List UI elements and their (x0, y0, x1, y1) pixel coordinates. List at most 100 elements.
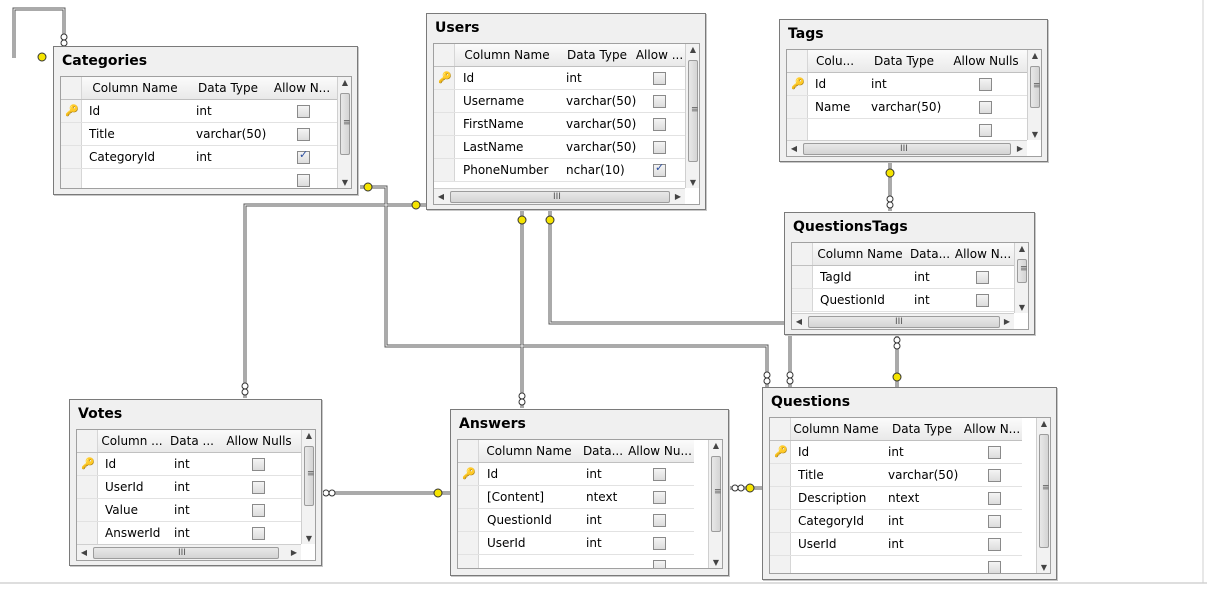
table-row[interactable]: Title varchar(50) (61, 123, 337, 146)
table-row[interactable]: TagId int (792, 266, 1014, 289)
allow-nulls-checkbox[interactable] (653, 141, 666, 154)
allow-nulls-checkbox[interactable] (653, 161, 666, 177)
arrow-down-icon[interactable]: ▼ (1031, 130, 1039, 139)
allow-nulls-checkbox[interactable] (979, 124, 992, 137)
arrow-up-icon[interactable]: ▲ (712, 441, 720, 450)
table-categories[interactable]: Categories Column Name Data Type Allow N… (53, 46, 358, 195)
table-row[interactable]: [Content] ntext (458, 486, 694, 509)
table-row[interactable]: UserId int (458, 532, 694, 555)
arrow-up-icon[interactable]: ▲ (1031, 51, 1039, 60)
allow-nulls-checkbox[interactable] (979, 101, 992, 114)
table-votes[interactable]: Votes Column ... Data ... Allow Nulls 🔑 … (69, 399, 322, 566)
allow-nulls-checkbox[interactable] (252, 504, 265, 517)
allow-nulls-checkbox[interactable] (988, 469, 1001, 482)
allow-nulls-checkbox[interactable] (653, 537, 666, 550)
table-row[interactable]: AnswerId int (77, 522, 301, 545)
arrow-up-icon[interactable]: ▲ (305, 431, 313, 440)
table-row-empty[interactable] (458, 555, 694, 568)
arrow-up-icon[interactable]: ▲ (1040, 419, 1048, 428)
column-grid[interactable]: Column ... Data ... Allow Nulls 🔑 Id int… (76, 429, 316, 561)
vertical-scrollbar[interactable]: ▲ ≡ ▼ (1036, 418, 1050, 573)
table-row[interactable]: 🔑 Id int (770, 441, 1022, 464)
table-row[interactable]: QuestionId int (792, 289, 1014, 312)
arrow-left-icon[interactable]: ◀ (80, 548, 88, 557)
arrow-up-icon[interactable]: ▲ (341, 78, 349, 87)
table-row[interactable]: Description ntext (770, 487, 1022, 510)
allow-nulls-checkbox[interactable] (297, 174, 310, 187)
table-row-empty[interactable] (770, 556, 1022, 573)
arrow-left-icon[interactable]: ◀ (790, 144, 798, 153)
column-grid[interactable]: Column Name Data Type Allow N... 🔑 Id in… (60, 76, 352, 189)
arrow-down-icon[interactable]: ▼ (305, 534, 313, 543)
allow-nulls-checkbox[interactable] (297, 105, 310, 118)
allow-nulls-checkbox[interactable] (988, 538, 1001, 551)
allow-nulls-checkbox[interactable] (297, 148, 310, 164)
allow-nulls-checkbox[interactable] (252, 481, 265, 494)
allow-nulls-checkbox[interactable] (653, 468, 666, 481)
table-row[interactable]: UserId int (770, 533, 1022, 556)
vertical-scrollbar[interactable]: ▲ ≡ ▼ (1014, 243, 1028, 313)
allow-nulls-checkbox[interactable] (653, 72, 666, 85)
allow-nulls-checkbox[interactable] (252, 527, 265, 540)
table-questions[interactable]: Questions Column Name Data Type Allow N.… (762, 387, 1057, 580)
table-row[interactable]: FirstName varchar(50) (434, 113, 685, 136)
table-tags[interactable]: Tags Colu... Data Type Allow Nulls 🔑 Id … (779, 19, 1048, 162)
vertical-scrollbar[interactable]: ▲ ≡ ▼ (685, 44, 699, 188)
allow-nulls-checkbox[interactable] (252, 458, 265, 471)
vertical-scrollbar[interactable]: ▲ ≡ ▼ (1027, 50, 1041, 140)
arrow-up-icon[interactable]: ▲ (1018, 244, 1026, 253)
table-row[interactable]: CategoryId int (61, 146, 337, 169)
column-grid[interactable]: Column Name Data... Allow N... TagId int… (791, 242, 1029, 330)
table-row[interactable]: 🔑 Id int (77, 453, 301, 476)
arrow-left-icon[interactable]: ◀ (795, 317, 803, 326)
table-row[interactable]: 🔑 Id int (434, 67, 685, 90)
table-row[interactable]: 🔑 Id int (458, 463, 694, 486)
arrow-left-icon[interactable]: ◀ (437, 192, 445, 201)
table-row[interactable]: 🔑 Id int (61, 100, 337, 123)
table-row[interactable]: QuestionId int (458, 509, 694, 532)
vertical-scrollbar[interactable]: ▲ ≡ ▼ (301, 430, 315, 544)
allow-nulls-checkbox[interactable] (988, 492, 1001, 505)
table-row[interactable]: 🔑 Id int (787, 73, 1027, 96)
table-row[interactable]: Username varchar(50) (434, 90, 685, 113)
arrow-right-icon[interactable]: ▶ (674, 192, 682, 201)
horizontal-scrollbar[interactable]: ◀ III ▶ (792, 313, 1014, 329)
arrow-up-icon[interactable]: ▲ (689, 45, 697, 54)
allow-nulls-checkbox[interactable] (988, 515, 1001, 528)
allow-nulls-checkbox[interactable] (976, 294, 989, 307)
column-grid[interactable]: Column Name Data... Allow Nu... 🔑 Id int… (457, 439, 723, 569)
arrow-down-icon[interactable]: ▼ (341, 178, 349, 187)
table-row[interactable]: PhoneNumber nchar(10) (434, 159, 685, 182)
arrow-right-icon[interactable]: ▶ (1003, 317, 1011, 326)
vertical-scrollbar[interactable]: ▲ ≡ ▼ (708, 440, 722, 568)
table-answers[interactable]: Answers Column Name Data... Allow Nu... … (450, 409, 729, 576)
column-grid[interactable]: Colu... Data Type Allow Nulls 🔑 Id int N… (786, 49, 1042, 157)
horizontal-scrollbar[interactable]: ◀ III ▶ (77, 544, 301, 560)
table-row[interactable]: UserId int (77, 476, 301, 499)
allow-nulls-checkbox[interactable] (979, 78, 992, 91)
allow-nulls-checkbox[interactable] (976, 271, 989, 284)
allow-nulls-checkbox[interactable] (653, 118, 666, 131)
table-row[interactable]: CategoryId int (770, 510, 1022, 533)
allow-nulls-checkbox[interactable] (653, 95, 666, 108)
table-row-empty[interactable] (61, 169, 337, 188)
column-grid[interactable]: Column Name Data Type Allow N... 🔑 Id in… (769, 417, 1051, 574)
allow-nulls-checkbox[interactable] (988, 446, 1001, 459)
horizontal-scrollbar[interactable]: ◀ III ▶ (787, 140, 1027, 156)
arrow-right-icon[interactable]: ▶ (290, 548, 298, 557)
arrow-right-icon[interactable]: ▶ (1016, 144, 1024, 153)
arrow-down-icon[interactable]: ▼ (689, 178, 697, 187)
column-grid[interactable]: Column Name Data Type Allow ... 🔑 Id int… (433, 43, 700, 205)
vertical-scrollbar[interactable]: ▲ ≡ ▼ (337, 77, 351, 188)
table-row[interactable]: Value int (77, 499, 301, 522)
table-row-empty[interactable] (787, 119, 1027, 142)
table-users[interactable]: Users Column Name Data Type Allow ... 🔑 … (426, 13, 706, 210)
arrow-down-icon[interactable]: ▼ (1040, 563, 1048, 572)
table-row[interactable]: LastName varchar(50) (434, 136, 685, 159)
arrow-down-icon[interactable]: ▼ (712, 558, 720, 567)
table-row[interactable]: Title varchar(50) (770, 464, 1022, 487)
allow-nulls-checkbox[interactable] (653, 491, 666, 504)
allow-nulls-checkbox[interactable] (653, 560, 666, 568)
horizontal-scrollbar[interactable]: ◀ III ▶ (434, 188, 685, 204)
allow-nulls-checkbox[interactable] (653, 514, 666, 527)
